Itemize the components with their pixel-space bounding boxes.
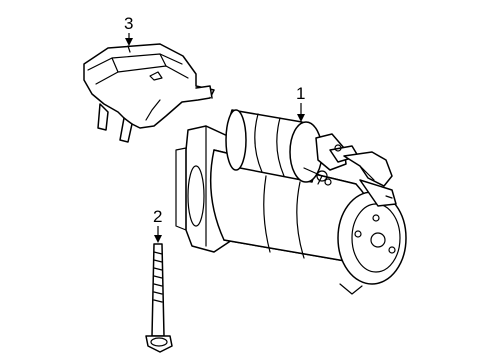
bolt xyxy=(145,243,173,353)
starter-motor xyxy=(175,109,407,295)
callout-1-arrow xyxy=(297,114,305,122)
callout-2-label: 2 xyxy=(153,207,162,226)
callout-2: 2 xyxy=(153,207,162,243)
callout-1: 1 xyxy=(296,84,305,122)
callout-2-arrow xyxy=(154,235,162,243)
callout-3: 3 xyxy=(124,14,133,46)
callout-3-label: 3 xyxy=(124,14,133,33)
callout-1-label: 1 xyxy=(296,84,305,103)
heat-shield xyxy=(83,43,215,143)
callout-3-arrow xyxy=(125,38,133,46)
